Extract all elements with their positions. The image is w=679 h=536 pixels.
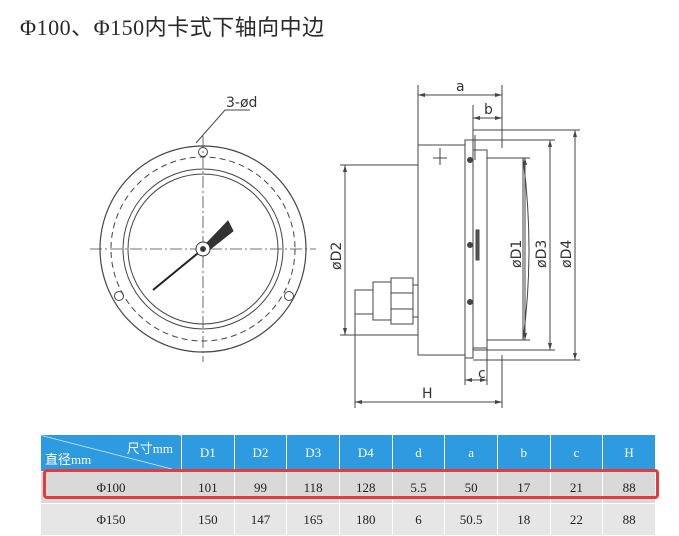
column-header: b: [496, 434, 551, 472]
table-header-row: 尺寸mm 直径mm D1 D2 D3 D4 d a b c H: [40, 434, 656, 472]
label-D1: øD1: [509, 240, 525, 268]
table-cell: 99: [233, 471, 288, 504]
label-H: H: [422, 386, 433, 402]
label-D4: øD4: [559, 240, 575, 268]
label-b: b: [484, 102, 493, 118]
column-header: d: [391, 434, 446, 472]
spec-table: 尺寸mm 直径mm D1 D2 D3 D4 d a b c H Φ100 101…: [40, 434, 656, 536]
table-cell: 88: [602, 471, 656, 504]
table-cell: 17: [496, 471, 551, 504]
technical-drawing: 3-ød a b c H øD2 øD1 øD3 øD4: [90, 79, 580, 408]
label-D2: øD2: [329, 242, 345, 270]
table-cell: 147: [233, 503, 288, 536]
table-cell: 50: [444, 471, 498, 504]
label-c: c: [478, 366, 486, 382]
row-name-cell: Φ150: [40, 503, 182, 536]
table-cell: 101: [181, 471, 235, 504]
gauge-front-view: [90, 109, 316, 362]
table-cell: 180: [338, 503, 393, 536]
column-header: c: [549, 434, 604, 472]
corner-top-label: 尺寸mm: [126, 441, 173, 456]
table-cell: 128: [338, 471, 393, 504]
table-row: Φ150 150 147 165 180 6 50.5 18 22 88: [40, 503, 656, 536]
table-cell: 150: [181, 503, 235, 536]
page-title: Φ100、Φ150内卡式下轴向中边: [20, 15, 325, 40]
column-header: H: [602, 434, 656, 472]
table-cell: 5.5: [391, 471, 446, 504]
table-corner-cell: 尺寸mm 直径mm: [40, 434, 182, 472]
label-a: a: [456, 79, 465, 95]
table-cell: 50.5: [444, 503, 498, 536]
row-name-cell: Φ100: [40, 471, 182, 504]
column-header: D1: [181, 434, 235, 472]
label-holes: 3-ød: [226, 95, 257, 111]
table-cell: 21: [549, 471, 604, 504]
table-cell: 88: [602, 503, 656, 536]
label-D3: øD3: [534, 240, 550, 268]
table-cell: 22: [549, 503, 604, 536]
table-cell: 165: [286, 503, 340, 536]
mount-hole-right: [284, 291, 294, 301]
column-header: D2: [233, 434, 288, 472]
column-header: D3: [286, 434, 340, 472]
gauge-needle: [152, 220, 234, 291]
corner-bottom-label: 直径mm: [45, 452, 92, 467]
column-header: D4: [338, 434, 393, 472]
mount-hole-left: [114, 291, 124, 301]
table-cell: 18: [496, 503, 551, 536]
column-header: a: [444, 434, 498, 472]
table-cell: 6: [391, 503, 446, 536]
table-cell: 118: [286, 471, 340, 504]
table-row: Φ100 101 99 118 128 5.5 50 17 21 88: [40, 471, 656, 504]
